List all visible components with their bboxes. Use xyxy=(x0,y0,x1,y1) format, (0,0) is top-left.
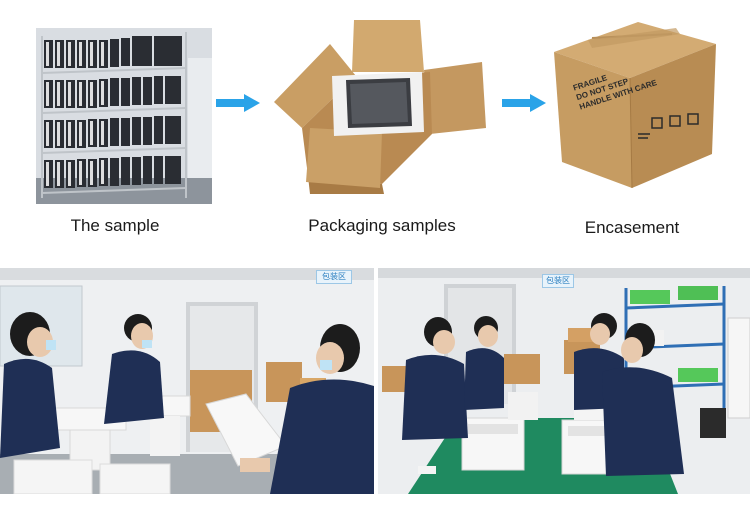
step-caption-sample: The sample xyxy=(70,216,160,235)
workshop-sign-right: 包装区 xyxy=(542,274,574,288)
sample-rack-photo xyxy=(36,28,212,204)
workshop-sign-left: 包装区 xyxy=(316,270,352,284)
sealed-carton-photo: FRAGILE DO NOT STEP HANDLE WITH CARE xyxy=(552,22,718,188)
packaging-sample-photo xyxy=(272,16,488,194)
workshop-photo-left: 包装区 xyxy=(0,268,374,494)
step-caption-packaging: Packaging samples xyxy=(308,216,456,235)
arrow-right-icon xyxy=(216,94,260,117)
workshop-photo-right: 包装区 xyxy=(378,268,750,494)
step-caption-encasement: Encasement xyxy=(584,218,680,237)
arrow-right-icon xyxy=(502,94,546,117)
